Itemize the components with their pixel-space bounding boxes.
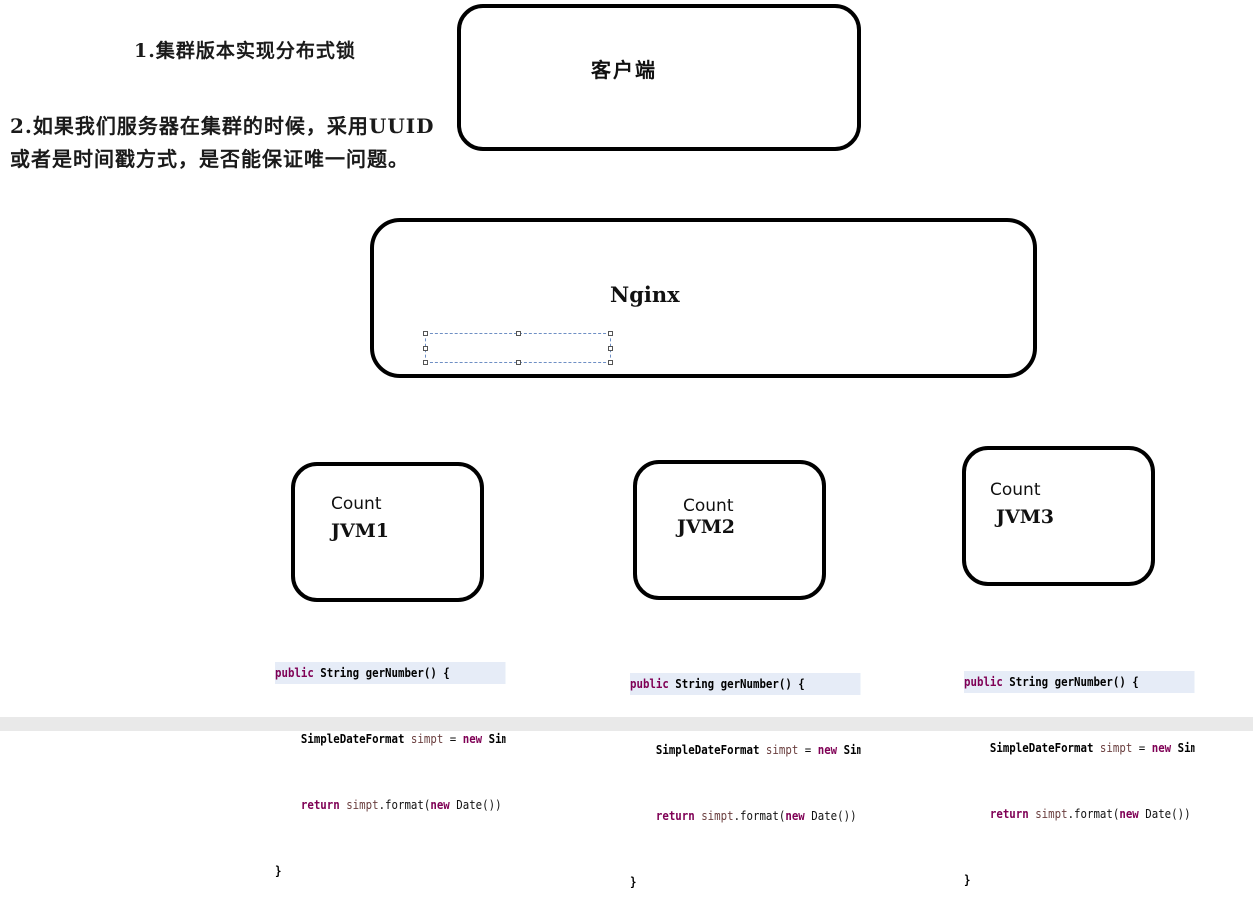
resize-handle[interactable] [423, 360, 428, 365]
code-line: return simpt.format(new Date()) + " [300, 797, 502, 812]
selection-frame[interactable] [423, 331, 613, 365]
code-line: public String gerNumber() { [964, 671, 1195, 693]
jvm2-label: JVM2 [677, 516, 735, 538]
jvm3-node: Count JVM3 [962, 446, 1155, 586]
note-question: 2.如果我们服务器在集群的时候，采用UUID或者是时间戳方式，是否能保证唯一问题… [10, 114, 435, 171]
resize-handle[interactable] [608, 346, 613, 351]
code-snippet-jvm2: public String gerNumber() { SimpleDateFo… [630, 629, 861, 915]
jvm3-count-label: Count [990, 480, 1041, 500]
code-line: } [275, 863, 282, 878]
code-line: SimpleDateFormat simpt = new SimpleD [989, 740, 1195, 755]
code-snippet-jvm3: public String gerNumber() { SimpleDateFo… [964, 627, 1195, 913]
nginx-label: Nginx [610, 282, 680, 307]
jvm2-count-label: Count [683, 496, 734, 516]
resize-handle[interactable] [608, 360, 613, 365]
code-line: return simpt.format(new Date()) + " [655, 808, 857, 823]
note-title: 1.集群版本实现分布式锁 [134, 40, 356, 62]
code-line: public String gerNumber() { [275, 662, 506, 684]
jvm3-label: JVM3 [996, 506, 1054, 528]
code-line: public String gerNumber() { [630, 673, 861, 695]
code-line: SimpleDateFormat simpt = new SimpleD [655, 742, 861, 757]
code-line: } [964, 872, 971, 887]
jvm1-label: JVM1 [331, 520, 389, 542]
resize-handle[interactable] [423, 346, 428, 351]
resize-handle[interactable] [516, 331, 521, 336]
bottom-strip [0, 717, 1253, 731]
jvm1-count-label: Count [331, 494, 382, 514]
resize-handle[interactable] [423, 331, 428, 336]
nginx-node: Nginx [370, 218, 1037, 378]
jvm2-node: Count JVM2 [633, 460, 826, 600]
resize-handle[interactable] [608, 331, 613, 336]
client-node: 客户端 [457, 4, 861, 151]
code-line: SimpleDateFormat simpt = new SimpleD [300, 731, 506, 746]
code-line: return simpt.format(new Date()) + " [989, 806, 1191, 821]
client-label: 客户端 [591, 58, 657, 82]
resize-handle[interactable] [516, 360, 521, 365]
jvm1-node: Count JVM1 [291, 462, 484, 602]
code-snippet-jvm1: public String gerNumber() { SimpleDateFo… [275, 618, 506, 904]
code-line: } [630, 874, 637, 889]
